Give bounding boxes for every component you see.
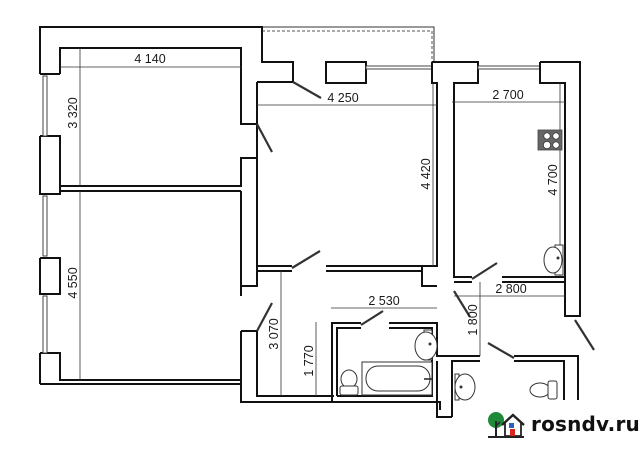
bathroom-sink-icon [414, 329, 438, 361]
exterior-walls [39, 26, 581, 418]
door-bathroom [360, 310, 384, 326]
dim-3320: 3 320 [66, 97, 80, 128]
dim-1770: 1 770 [302, 345, 316, 376]
window [477, 65, 541, 70]
watermark-text[interactable]: rosndv.ru [531, 412, 640, 436]
watermark: rosndv.ru [484, 407, 640, 441]
door-wc [487, 342, 515, 359]
dim-4250: 4 250 [327, 91, 358, 105]
dim-3070: 3 070 [267, 318, 281, 349]
dim-1800: 1 800 [466, 304, 480, 335]
kitchen-sink-icon [543, 244, 564, 276]
house-tree-logo-icon [488, 412, 525, 438]
door-living-bottom [291, 250, 321, 269]
dim-4700: 4 700 [546, 164, 560, 195]
dimension-labels: 4 140 3 320 4 550 4 250 4 420 2 700 4 70… [66, 52, 560, 377]
window [42, 195, 48, 257]
door-corridor [453, 290, 471, 318]
door-bedroom-bottom [256, 302, 273, 332]
stove-icon [537, 129, 563, 151]
door-right [574, 319, 595, 351]
door-kitchen [471, 262, 498, 280]
window [42, 75, 48, 137]
dim-2800: 2 800 [495, 282, 526, 296]
dim-4550: 4 550 [66, 267, 80, 298]
window [42, 295, 48, 354]
dim-2530: 2 530 [368, 294, 399, 308]
toilet-icon [529, 380, 558, 400]
door-bedroom-top [256, 123, 273, 153]
door-living-entry [292, 81, 322, 99]
window [365, 65, 433, 70]
dim-4140: 4 140 [134, 52, 165, 66]
washbasin-icon [454, 373, 476, 401]
doors [256, 81, 595, 359]
bathtub-icon [361, 361, 433, 396]
toilet-icon [339, 369, 359, 396]
dim-4420: 4 420 [419, 158, 433, 189]
balcony-outline [262, 26, 435, 62]
dim-2700: 2 700 [492, 88, 523, 102]
